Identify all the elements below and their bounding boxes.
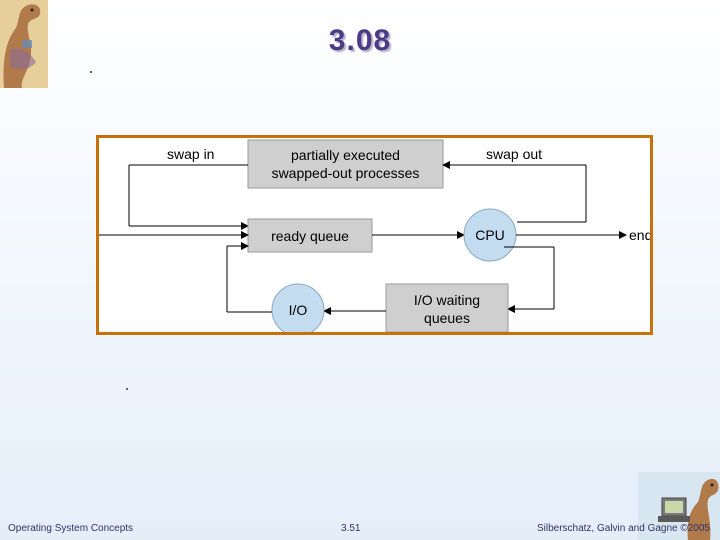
io-circle [271, 283, 325, 332]
end-label: end [629, 227, 650, 243]
io-label: I/O [289, 302, 308, 318]
cpu-label: CPU [475, 227, 505, 243]
io-waiting-queues-box [385, 283, 509, 332]
ready-queue-label: ready queue [271, 228, 349, 244]
medium-term-scheduling-diagram: partially executed swapped-out processes… [99, 139, 650, 332]
dinosaur-logo-icon [0, 0, 48, 88]
swapped-out-processes-box [247, 139, 444, 189]
slide-title: 3.08 [328, 24, 392, 57]
ready-queue-box [247, 218, 373, 253]
swapped-box-line2: swapped-out processes [272, 165, 420, 181]
swap-out-label: swap out [486, 146, 542, 162]
scheduling-diagram-frame: partially executed swapped-out processes… [96, 135, 653, 335]
bullet-dot [90, 71, 92, 73]
io-waiting-line2: queues [424, 310, 470, 326]
footer-course-title: Operating System Concepts [8, 523, 134, 534]
dinosaur-computer-icon [638, 472, 720, 540]
footer-copyright: Silberschatz, Galvin and Gagne ©2005 [536, 523, 710, 534]
swapped-box-line1: partially executed [291, 147, 400, 163]
swap-in-label: swap in [167, 146, 214, 162]
io-waiting-line1: I/O waiting [414, 292, 480, 308]
footer-page-number: 3.51 [341, 523, 361, 534]
bullet-dot [126, 388, 128, 390]
